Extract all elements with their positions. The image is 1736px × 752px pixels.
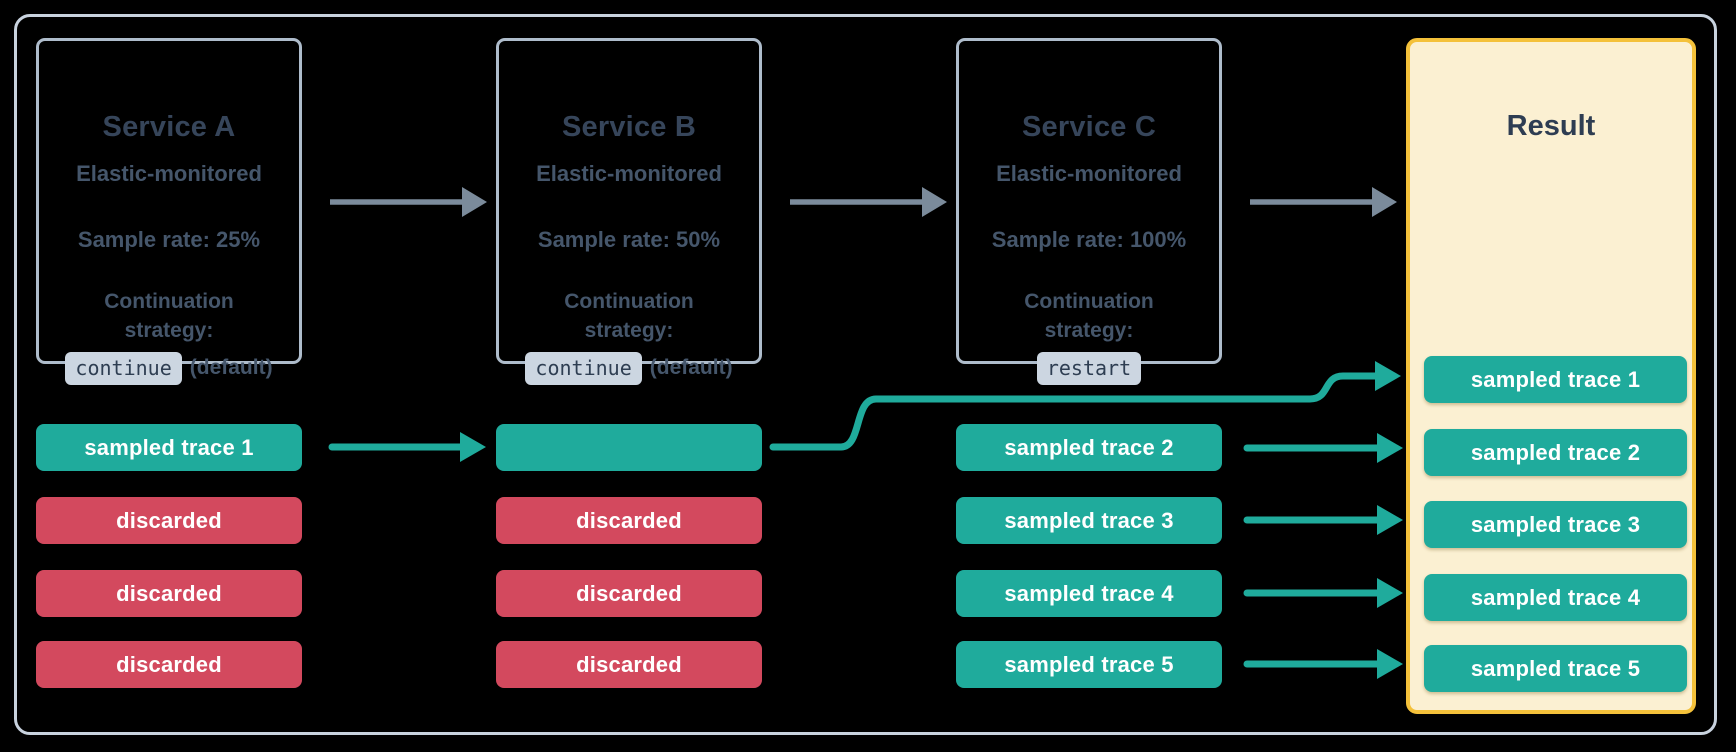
service-a-strategy-chip: continue bbox=[65, 351, 182, 385]
service-a-strategy-label-1: Continuation bbox=[104, 290, 234, 313]
service-c-title: Service C bbox=[1022, 111, 1156, 143]
service-a-trace-sampled-1: sampled trace 1 bbox=[36, 424, 302, 471]
service-a-trace-discarded-3: discarded bbox=[36, 641, 302, 688]
result-box: Result sampled trace 1 sampled trace 2 s… bbox=[1406, 38, 1696, 714]
service-c-box: Service C Elastic-monitored Sample rate:… bbox=[956, 38, 1222, 385]
service-c-trace-sampled-4: sampled trace 4 bbox=[956, 570, 1222, 617]
service-b-trace-discarded-3: discarded bbox=[496, 641, 762, 688]
service-b-box: Service B Elastic-monitored Sample rate:… bbox=[496, 38, 762, 385]
result-trace-1: sampled trace 1 bbox=[1424, 356, 1687, 403]
service-b-trace-discarded-2: discarded bbox=[496, 570, 762, 617]
service-b-title: Service B bbox=[562, 111, 696, 143]
result-title: Result bbox=[1506, 110, 1596, 142]
result-trace-4: sampled trace 4 bbox=[1424, 574, 1687, 621]
service-c-strategy-chip: restart bbox=[1036, 351, 1142, 385]
service-b-sample-rate: Sample rate: 50% bbox=[537, 227, 721, 252]
result-trace-3: sampled trace 3 bbox=[1424, 501, 1687, 548]
service-c-strategy-label-2: strategy: bbox=[1044, 319, 1134, 342]
service-a-monitored-label: Elastic-monitored bbox=[76, 161, 262, 186]
result-trace-5: sampled trace 5 bbox=[1424, 645, 1687, 692]
service-b-strategy-label-1: Continuation bbox=[564, 290, 694, 313]
service-b-strategy-chip: continue bbox=[525, 351, 642, 385]
service-a-title: Service A bbox=[102, 111, 236, 143]
service-a-trace-discarded-1: discarded bbox=[36, 497, 302, 544]
service-a-strategy-label-2: strategy: bbox=[124, 319, 214, 342]
service-a-box: Service A Elastic-monitored Sample rate:… bbox=[36, 38, 302, 385]
service-c-strategy-value: restart bbox=[959, 350, 1219, 386]
service-b-trace-sampled-empty bbox=[496, 424, 762, 471]
service-a-sample-rate: Sample rate: 25% bbox=[77, 227, 261, 252]
service-b-strategy-suffix: (default) bbox=[649, 356, 733, 379]
service-b-strategy-value: continue (default) bbox=[499, 350, 759, 386]
service-b-strategy-label-2: strategy: bbox=[584, 319, 674, 342]
outer-frame bbox=[14, 14, 1717, 735]
service-a-trace-discarded-2: discarded bbox=[36, 570, 302, 617]
service-c-monitored-label: Elastic-monitored bbox=[996, 161, 1182, 186]
service-c-trace-sampled-2: sampled trace 2 bbox=[956, 424, 1222, 471]
service-a-strategy-suffix: (default) bbox=[189, 356, 273, 379]
service-b-trace-discarded-1: discarded bbox=[496, 497, 762, 544]
service-b-monitored-label: Elastic-monitored bbox=[536, 161, 722, 186]
service-c-strategy-label-1: Continuation bbox=[1024, 290, 1154, 313]
service-c-trace-sampled-3: sampled trace 3 bbox=[956, 497, 1222, 544]
service-a-strategy-value: continue (default) bbox=[39, 350, 299, 386]
service-c-sample-rate: Sample rate: 100% bbox=[991, 227, 1187, 252]
result-trace-2: sampled trace 2 bbox=[1424, 429, 1687, 476]
service-c-trace-sampled-5: sampled trace 5 bbox=[956, 641, 1222, 688]
